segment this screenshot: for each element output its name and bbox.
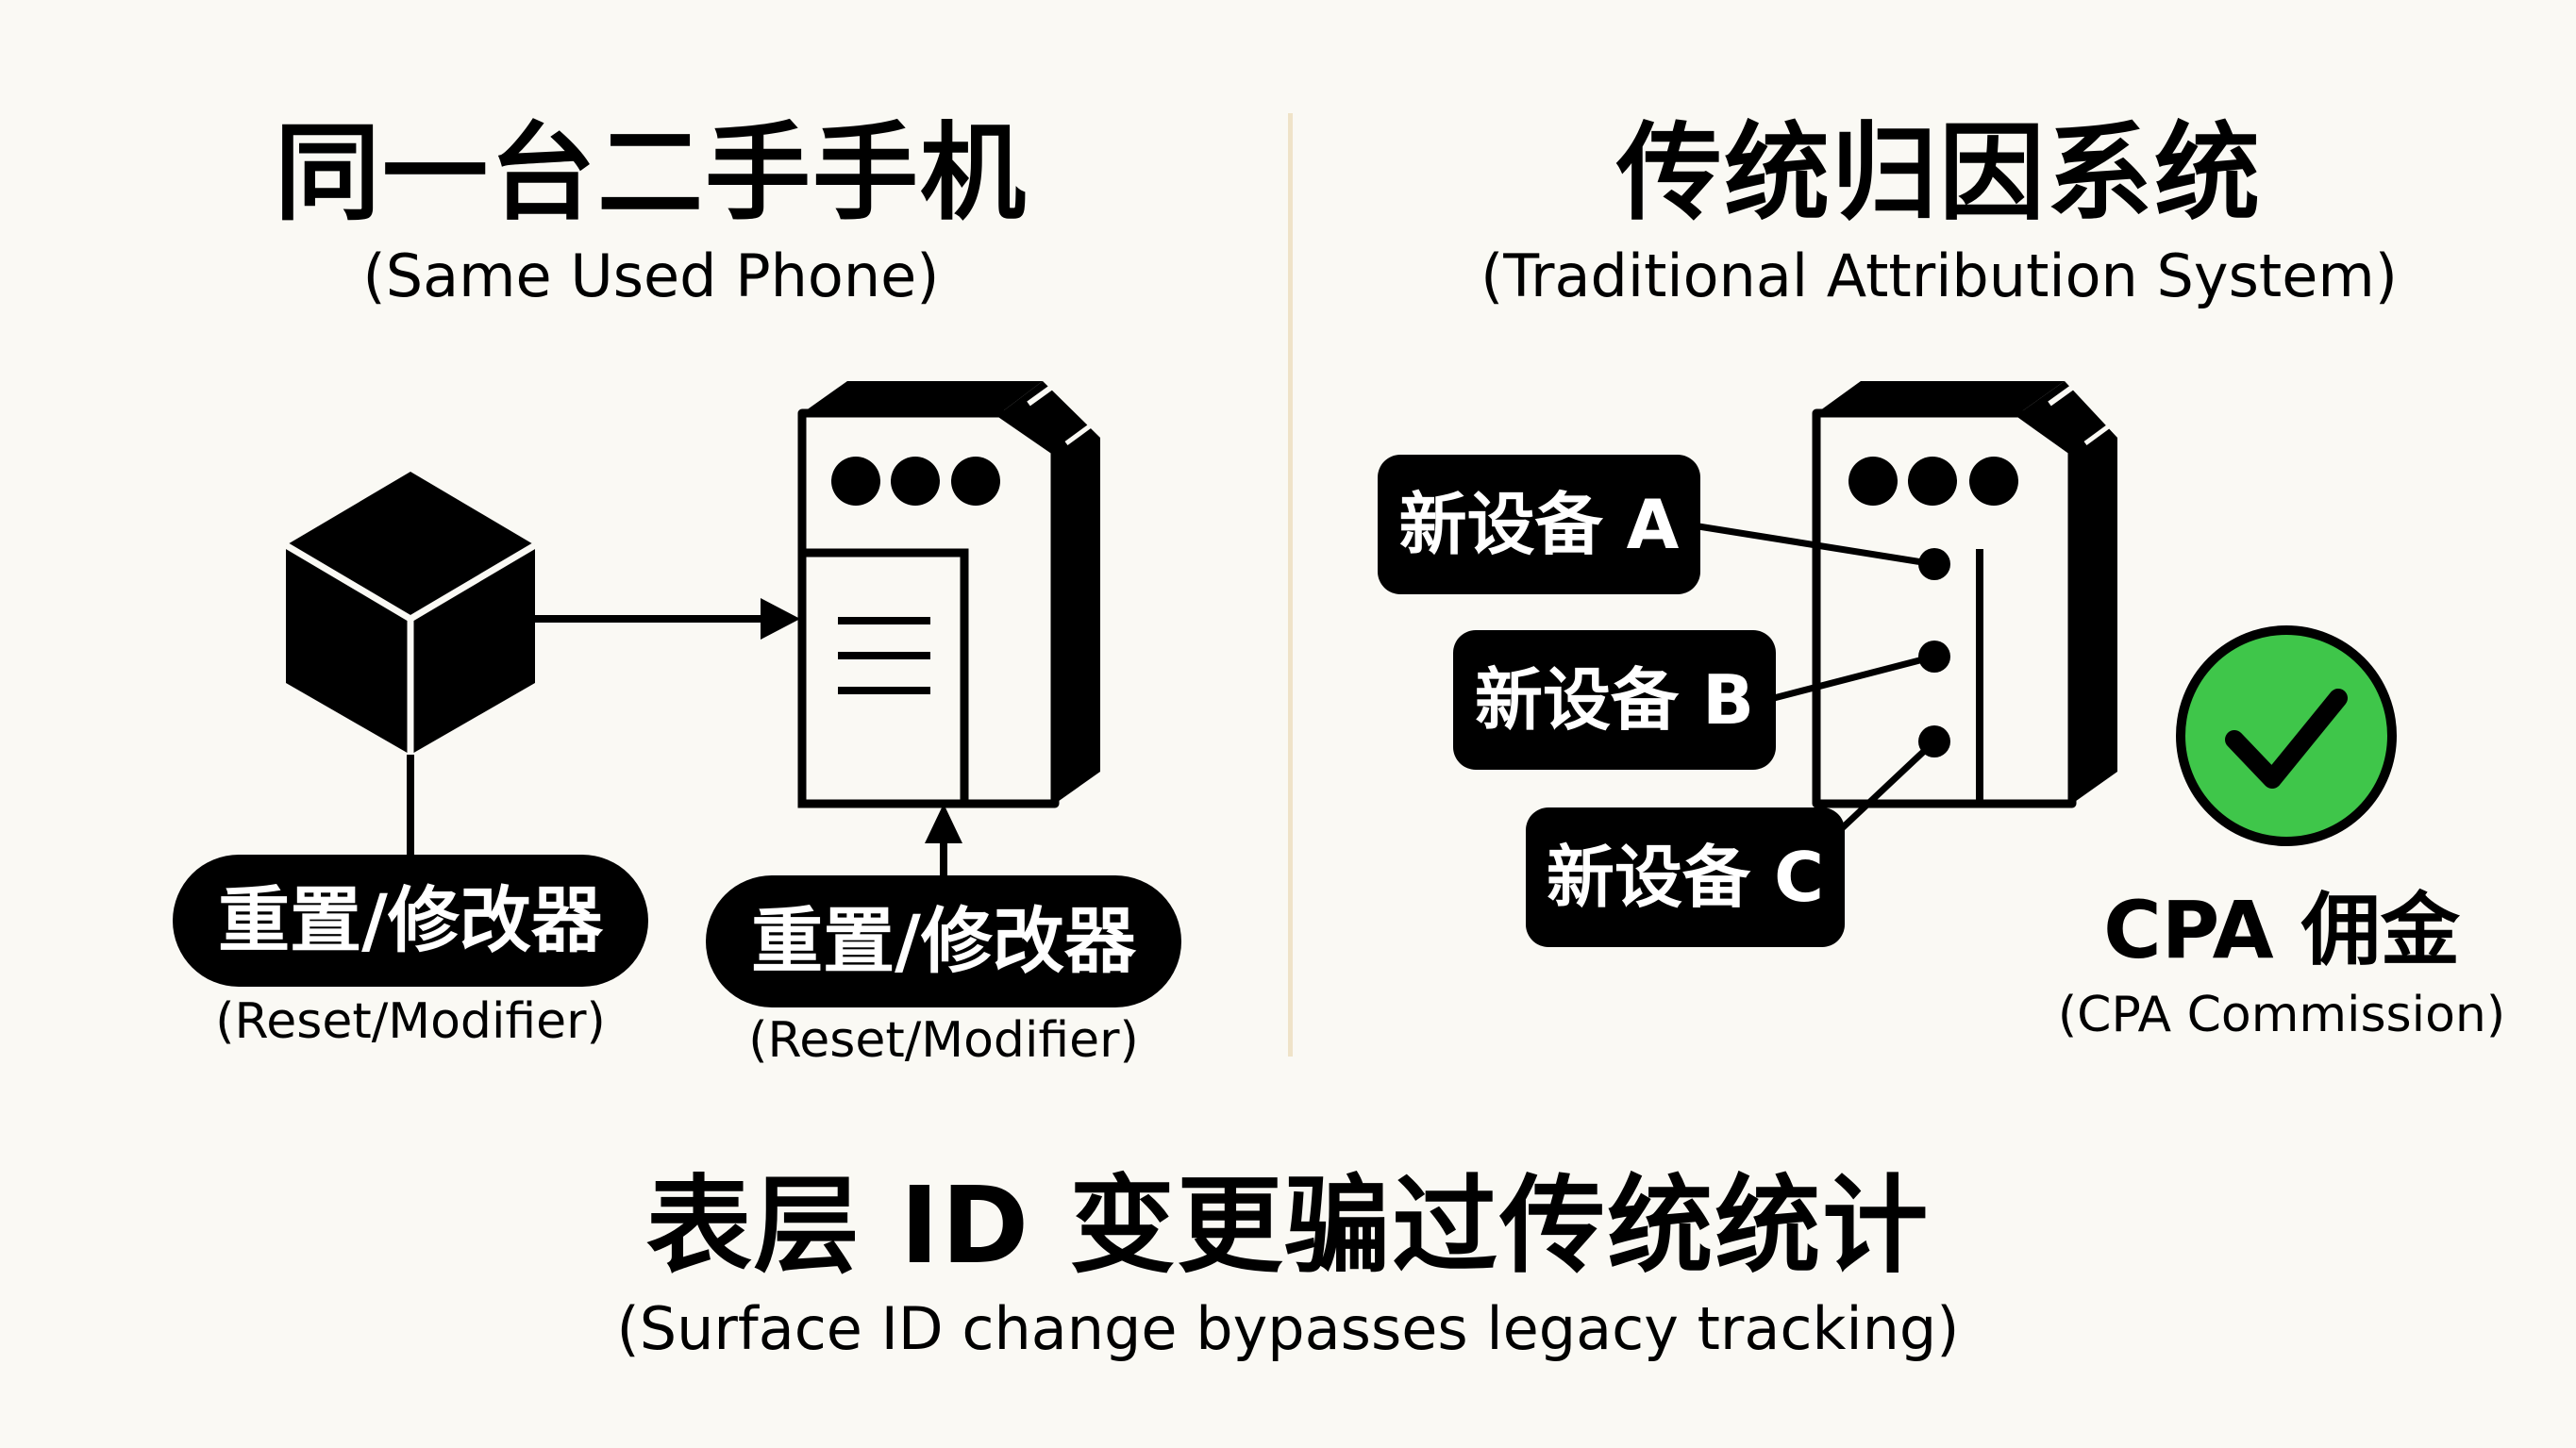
arrow-right-icon	[535, 598, 800, 640]
reset-modifier-pill-2: 重置/修改器	[706, 875, 1181, 1007]
section-divider	[1288, 113, 1293, 1057]
right-subtitle: (Traditional Attribution System)	[1480, 241, 2398, 310]
device-connectors	[1698, 523, 1950, 833]
footer-title: 表层 ID 变更骗过传统统计	[645, 1165, 1931, 1288]
device-pill-b: 新设备 B	[1453, 630, 1776, 770]
reset-modifier-pill-1: 重置/修改器	[173, 855, 648, 987]
device-pill-c: 新设备 C	[1526, 807, 1845, 947]
left-title: 同一台二手手机	[275, 112, 1028, 235]
arrow-up-icon	[925, 804, 962, 877]
check-icon	[2176, 625, 2397, 846]
cpa-title: CPA 佣金	[2103, 884, 2460, 976]
cpa-subtitle: (CPA Commission)	[2057, 987, 2506, 1043]
right-title: 传统归因系统	[1616, 112, 2262, 235]
left-subtitle: (Same Used Phone)	[362, 241, 940, 310]
attribution-server-icon	[1812, 367, 2117, 808]
reset-modifier-sub-1: (Reset/Modifier)	[215, 993, 606, 1050]
footer-subtitle: (Surface ID change bypasses legacy track…	[616, 1294, 1960, 1363]
server-icon	[797, 367, 1100, 808]
cube-icon	[284, 472, 537, 755]
reset-modifier-sub-2: (Reset/Modifier)	[748, 1012, 1139, 1069]
device-pill-a: 新设备 A	[1378, 455, 1700, 594]
